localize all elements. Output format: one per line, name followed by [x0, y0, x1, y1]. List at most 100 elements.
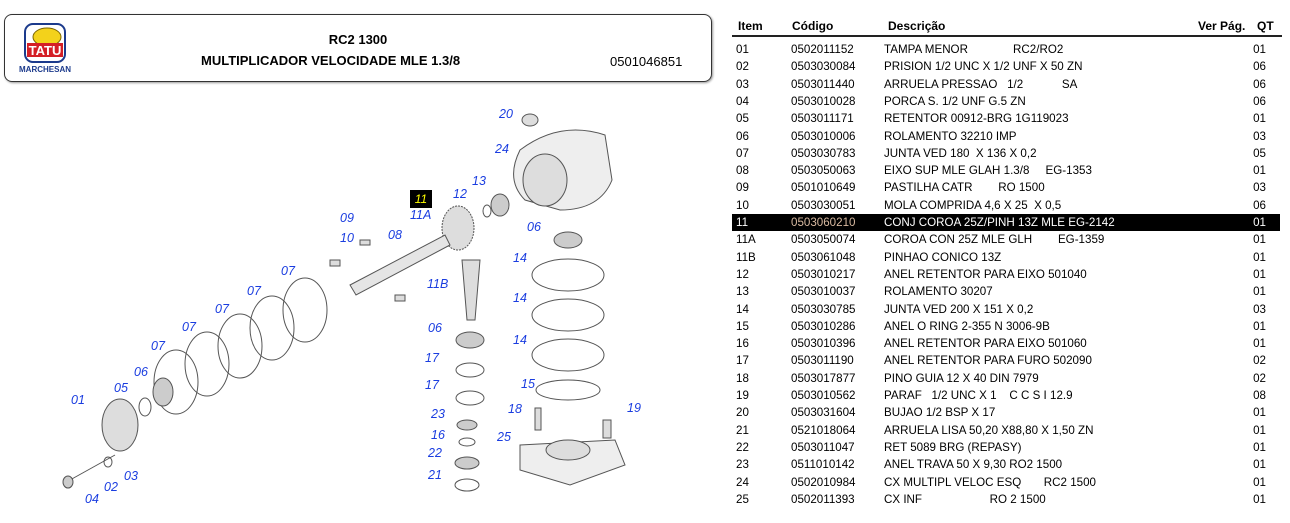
qty-cell: 08: [1253, 389, 1266, 402]
description-cell: ARRUELA PRESSAO 1/2 SA: [884, 77, 1078, 91]
item-cell: 24: [736, 475, 749, 489]
callout: 10: [340, 231, 354, 245]
qty-cell: 01: [1253, 250, 1266, 264]
callout: 24: [495, 142, 509, 156]
qty-cell: 01: [1253, 267, 1266, 281]
column-header-code: Código: [792, 19, 834, 33]
qty-cell: 03: [1253, 129, 1266, 143]
callout: 01: [71, 393, 85, 407]
callout: 25: [497, 430, 511, 444]
item-cell: 22: [736, 440, 749, 454]
callout: 14: [513, 333, 527, 347]
item-cell: 13: [736, 285, 749, 299]
callout: 14: [513, 251, 527, 265]
callout: 06: [527, 220, 541, 234]
description-cell: EIXO SUP MLE GLAH 1.3/8 EG-1353: [884, 164, 1092, 178]
table-row[interactable]: 02 0503030084 PRISION 1/2 UNC X 1/2 UNF X …: [732, 58, 1280, 75]
description-cell: COROA CON 25Z MLE GLH EG-1359: [884, 233, 1105, 247]
item-cell: 04: [736, 94, 749, 108]
column-header-item: Item: [738, 19, 763, 33]
code-cell: 0503050074: [791, 233, 856, 247]
description-cell: CX INF RO 2 1500: [884, 492, 1046, 506]
item-cell: 11A: [736, 233, 756, 247]
qty-cell: 01: [1253, 216, 1266, 229]
callout: 08: [388, 228, 402, 242]
qty-cell: 01: [1253, 319, 1266, 333]
qty-cell: 01: [1253, 233, 1266, 247]
item-cell: 02: [736, 60, 749, 74]
callout: 05: [114, 381, 128, 395]
description-cell: PORCA S. 1/2 UNF G.5 ZN: [884, 94, 1026, 108]
svg-text:MARCHESAN: MARCHESAN: [19, 65, 71, 74]
item-cell: 14: [736, 302, 749, 316]
callout: 07: [281, 264, 295, 278]
qty-cell: 03: [1253, 181, 1266, 195]
diagram-drawing: [62, 113, 626, 492]
description-cell: ANEL TRAVA 50 X 9,30 RO2 1500: [884, 458, 1063, 472]
code-cell: 0503010286: [791, 319, 856, 333]
qty-cell: 02: [1253, 371, 1266, 385]
table-row[interactable]: 11A 0503050074 COROA CON 25Z MLE GLH EG-13…: [732, 231, 1280, 248]
callout: 21: [428, 468, 442, 482]
code-cell: 0521018064: [791, 423, 856, 437]
description-cell: PRISION 1/2 UNC X 1/2 UNF X 50 ZN: [884, 60, 1083, 74]
code-cell: 0503011190: [791, 354, 854, 368]
code-cell: 0502011152: [791, 43, 854, 56]
qty-cell: 06: [1253, 60, 1266, 74]
code-cell: 0503010006: [791, 129, 856, 143]
code-cell: 0503030084: [791, 60, 856, 74]
qty-cell: 05: [1253, 146, 1266, 160]
description-cell: BUJAO 1/2 BSP X 17: [884, 406, 996, 420]
callout: 14: [513, 291, 527, 305]
code-cell: 0503061048: [791, 250, 856, 264]
item-cell: 21: [736, 423, 749, 437]
description-cell: TAMPA MENOR RC2/RO2: [884, 43, 1064, 56]
page-header: TATU MARCHESAN RC2 1300 MULTIPLICADOR VE…: [4, 14, 712, 82]
callout-selected[interactable]: 11: [410, 190, 432, 208]
item-cell: 19: [736, 389, 749, 402]
code-cell: 0502011393: [791, 492, 855, 506]
item-cell: 07: [736, 146, 749, 160]
callout: 15: [521, 377, 535, 391]
qty-cell: 01: [1253, 458, 1266, 472]
code-cell: 0503011171: [791, 112, 854, 126]
callout: 11A: [410, 208, 432, 222]
qty-cell: 01: [1253, 492, 1266, 506]
item-cell: 17: [736, 354, 749, 368]
column-header-description: Descrição: [888, 19, 946, 33]
item-cell: 23: [736, 458, 749, 472]
item-cell: 20: [736, 406, 749, 420]
description-cell: ANEL RETENTOR PARA EIXO 501040: [884, 267, 1087, 281]
code-cell: 0503060210: [791, 216, 856, 229]
callout: 02: [104, 480, 118, 494]
callout: 07: [182, 320, 196, 334]
code-cell: 0503030051: [791, 198, 856, 212]
description-cell: JUNTA VED 200 X 151 X 0,2: [884, 302, 1034, 316]
qty-cell: 01: [1253, 337, 1266, 351]
